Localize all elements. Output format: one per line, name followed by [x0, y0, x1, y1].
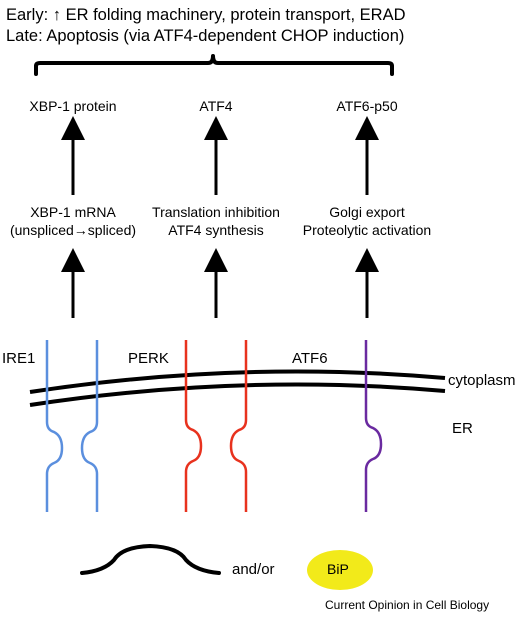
sensor-ire1-label: IRE1 [2, 350, 36, 367]
step-atf4-line1: Translation inhibition [152, 204, 280, 220]
ire1-right-strand [80, 340, 99, 512]
bip-label: BiP [327, 561, 349, 577]
er-label: ER [452, 420, 473, 437]
step-xbp1-line2: (unspliced→spliced) [9, 222, 137, 238]
arrow-head-atf6 [355, 248, 379, 272]
er-membrane-outer [29, 369, 446, 394]
atf6-strand [364, 340, 383, 512]
header-early-text: Early: ↑ ER folding machinery, protein t… [6, 6, 406, 24]
perk-right-strand [229, 340, 248, 512]
er-membrane-inner [29, 382, 446, 407]
step-atf6-line2: Proteolytic activation [302, 222, 432, 238]
sensor-atf6-label: ATF6 [292, 350, 328, 367]
cytoplasm-label: cytoplasm [448, 372, 515, 389]
product-xbp1-label: XBP-1 protein [29, 98, 117, 114]
sensor-perk-label: PERK [128, 350, 169, 367]
arrow-head-atf6p50 [355, 116, 379, 140]
ire1-sensor [45, 340, 99, 512]
product-atf6p50-label: ATF6-p50 [336, 98, 398, 114]
ire1-left-strand [45, 340, 64, 512]
bip-binding-glyph [80, 543, 221, 575]
summary-bracket [34, 54, 394, 76]
atf6-sensor [364, 340, 383, 512]
step-xbp1-line1: XBP-1 mRNA [30, 204, 116, 220]
product-atf4-label: ATF4 [199, 98, 233, 114]
header-late-text: Late: Apoptosis (via ATF4-dependent CHOP… [6, 27, 405, 45]
product-arrows [61, 116, 379, 195]
perk-sensor [184, 340, 248, 512]
source-credit: Current Opinion in Cell Biology [325, 598, 490, 612]
step-atf6-line1: Golgi export [329, 204, 405, 220]
and-or-label: and/or [232, 561, 275, 578]
arrow-head-atf4 [204, 116, 228, 140]
perk-left-strand [184, 340, 203, 512]
step-atf4-line2: ATF4 synthesis [168, 222, 264, 238]
arrow-head-xbp1 [61, 116, 85, 140]
step-arrows [61, 248, 379, 318]
arrow-head-perk [204, 248, 228, 272]
arrow-head-ire1 [61, 248, 85, 272]
bip-ellipse [307, 550, 373, 590]
